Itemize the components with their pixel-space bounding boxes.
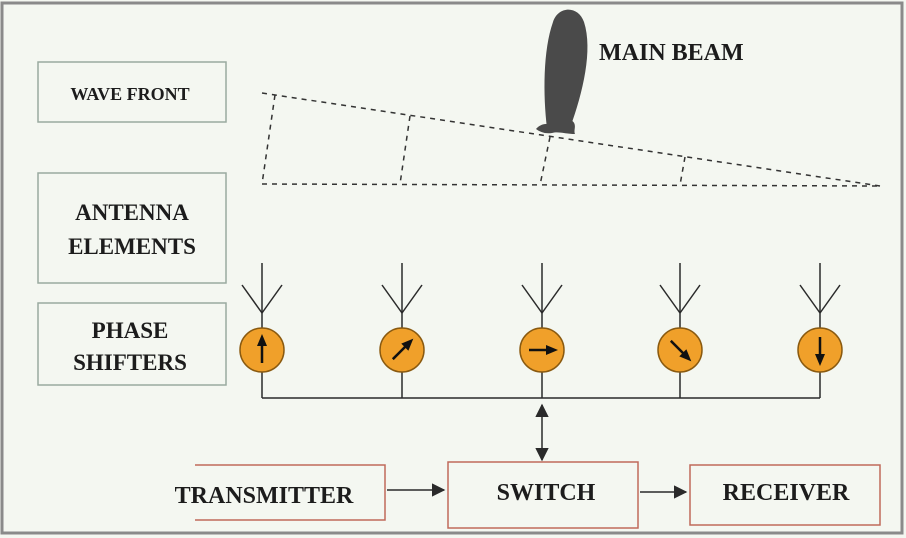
main-beam-label: MAIN BEAM [599,40,744,66]
wave-front-box [37,61,227,123]
antenna-element [521,263,563,330]
phase-shifters [239,327,843,373]
phase-shifters-box [37,302,227,386]
receiver-block: RECEIVER [689,464,881,526]
phase-shifter [657,327,703,373]
phase-arrow-icon [257,334,267,363]
phase-shifters-label-line1: PHASE [92,318,169,343]
antenna-element [241,263,283,330]
phase-arrow-icon [815,337,825,366]
phase-shifters-label-line2: SHIFTERS [73,350,187,375]
transmitter-label: TRANSMITTER [175,483,354,509]
antenna-elements-box [37,172,227,284]
antenna-elements-label-line2: ELEMENTS [68,234,196,259]
phase-shifter-bus [261,372,821,399]
phase-arrow-icon [391,338,414,361]
phase-shifter [379,327,425,373]
main-beam-lobe [536,9,588,134]
antenna-element [381,263,423,330]
antenna-elements-label-line1: ANTENNA [75,200,189,225]
antenna-elements [241,263,841,330]
phase-arrow-icon [529,345,558,355]
switch-label: SWITCH [497,480,596,506]
phase-shifter [519,327,565,373]
antenna-element [799,263,841,330]
switch-block: SWITCH [447,461,639,529]
wave-front-lines [261,92,881,187]
phase-shifter [797,327,843,373]
wave-front-label: WAVE FRONT [70,84,189,104]
phase-arrow-icon [669,339,692,362]
receiver-label: RECEIVER [723,480,850,506]
antenna-element [659,263,701,330]
phase-shifter [239,327,285,373]
transmitter-block: TRANSMITTER [175,464,386,521]
